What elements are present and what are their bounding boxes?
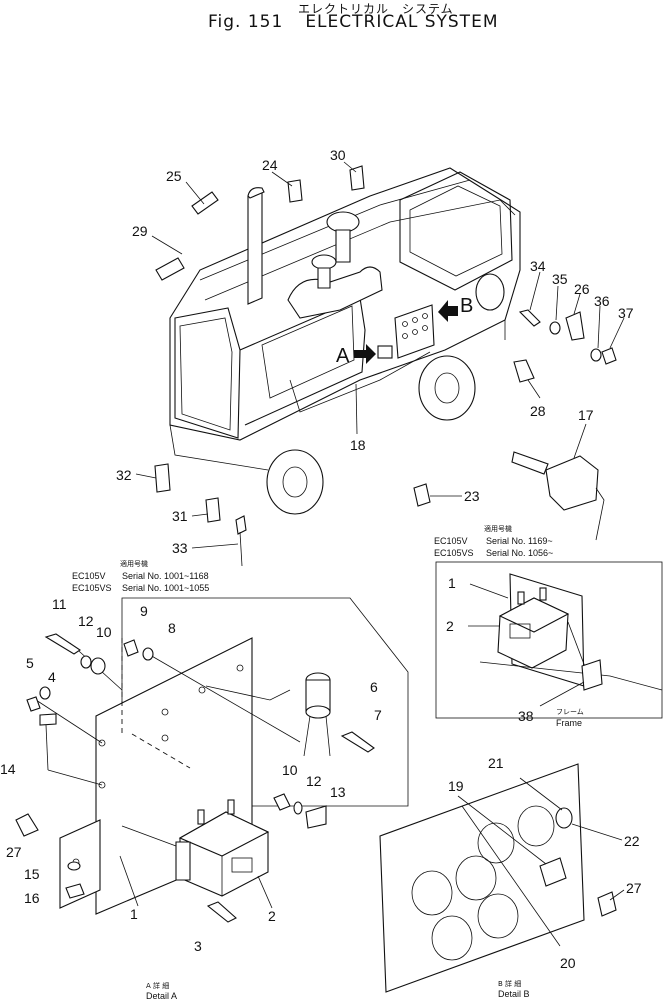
detail-a-en: Detail A (146, 991, 177, 1001)
callout-30: 30 (330, 147, 346, 163)
callout-18: 18 (350, 437, 366, 453)
callout-3: 3 (194, 938, 202, 954)
callout-10: 10 (96, 624, 112, 640)
view-marker-a: A (336, 344, 376, 367)
serial-right-model-2: EC105VS (434, 548, 474, 558)
machine-illustration (169, 167, 521, 515)
detail-new-serial (435, 561, 663, 719)
callout-12b: 12 (306, 773, 322, 789)
callout-9: 9 (140, 603, 148, 619)
loose-parts-machine (154, 165, 617, 567)
callout-36: 36 (594, 293, 610, 309)
frame-label-jp: フレーム (556, 708, 584, 716)
callout-22: 22 (624, 833, 640, 849)
callout-25: 25 (166, 168, 182, 184)
callout-6: 6 (370, 679, 378, 695)
callout-16: 16 (24, 890, 40, 906)
callout-28: 28 (530, 403, 546, 419)
callout-12: 12 (78, 613, 94, 629)
callout-21: 21 (488, 755, 504, 771)
callout-31: 31 (172, 508, 188, 524)
callout-right-1: 1 (448, 575, 456, 591)
callout-2: 2 (268, 908, 276, 924)
callout-26: 26 (574, 281, 590, 297)
detail-b-en: Detail B (498, 989, 530, 999)
frame-note: フレーム Frame (556, 708, 584, 728)
callout-5: 5 (26, 655, 34, 671)
serial-left-jp: 適用号機 (120, 559, 148, 568)
callout-13: 13 (330, 784, 346, 800)
callout-4: 4 (48, 669, 56, 685)
callout-23: 23 (464, 488, 480, 504)
serial-left-model-1: EC105V (72, 571, 106, 581)
callout-11: 11 (52, 596, 67, 612)
callout-35: 35 (552, 271, 568, 287)
serial-note-left: 適用号機 EC105V Serial No. 1001~1168 EC105VS… (72, 559, 209, 593)
serial-right-serial-1: Serial No. 1169~ (486, 536, 553, 546)
view-label-a: A (336, 345, 350, 367)
callout-17: 17 (578, 407, 594, 423)
serial-left-serial-1: Serial No. 1001~1168 (122, 571, 209, 581)
serial-note-right: 適用号機 EC105V Serial No. 1169~ EC105VS Ser… (434, 524, 553, 558)
figure-number: Fig. 151 (208, 12, 284, 32)
serial-right-serial-2: Serial No. 1056~ (486, 548, 553, 558)
serial-left-serial-2: Serial No. 1001~1055 (122, 583, 209, 593)
callout-32: 32 (116, 467, 132, 483)
view-marker-b: B (438, 295, 473, 322)
callout-34: 34 (530, 258, 546, 274)
callout-24: 24 (262, 157, 278, 173)
callout-37: 37 (618, 305, 634, 321)
callout-38: 38 (518, 708, 534, 724)
serial-left-model-2: EC105VS (72, 583, 112, 593)
callout-numbers: 25 24 30 29 34 35 26 36 37 28 17 18 23 3… (0, 147, 642, 971)
figure-title-japanese: エレクトリカル システム (298, 2, 454, 16)
detail-b-caption: B 詳 細 Detail B (498, 979, 530, 999)
callout-1: 1 (130, 906, 138, 922)
callout-8: 8 (168, 620, 176, 636)
detail-b-panel (379, 763, 625, 993)
callout-33: 33 (172, 540, 188, 556)
callout-27: 27 (6, 844, 22, 860)
detail-a-jp: A 詳 細 (146, 981, 169, 990)
detail-b-jp: B 詳 細 (498, 979, 521, 988)
callout-10b: 10 (282, 762, 298, 778)
callout-14: 14 (0, 761, 16, 777)
callout-29: 29 (132, 223, 148, 239)
figure-title: Fig. 151 ELECTRICAL SYSTEM (208, 12, 498, 32)
leader-lines (135, 161, 625, 549)
callout-20: 20 (560, 955, 576, 971)
callout-19: 19 (448, 778, 464, 794)
view-label-b: B (460, 295, 473, 317)
callout-7: 7 (374, 707, 382, 723)
figure-header: エレクトリカル システム Fig. 151 ELECTRICAL SYSTEM (0, 0, 667, 40)
figure-title-english: ELECTRICAL SYSTEM (305, 12, 499, 32)
detail-a-assembly (15, 597, 409, 923)
frame-label-en: Frame (556, 718, 582, 728)
serial-right-model-1: EC105V (434, 536, 468, 546)
serial-right-jp: 適用号機 (484, 524, 512, 533)
callout-15: 15 (24, 866, 40, 882)
callout-27b: 27 (626, 880, 642, 896)
callout-right-2: 2 (446, 618, 454, 634)
detail-a-caption: A 詳 細 Detail A (146, 981, 177, 1001)
